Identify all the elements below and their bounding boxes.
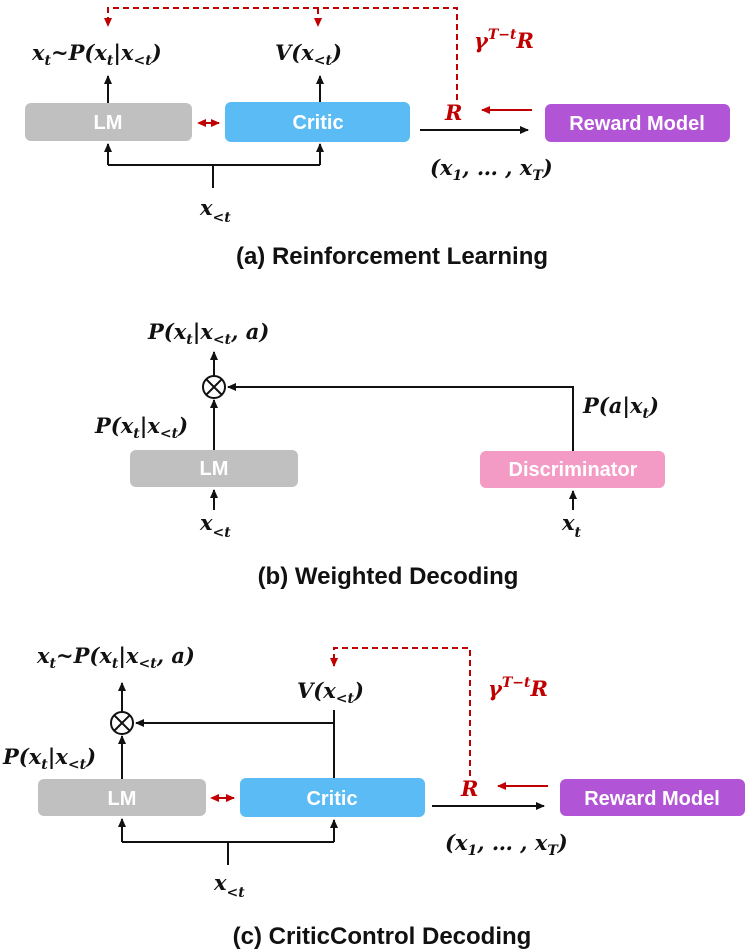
panel-a-sequence-label: (x1, … , xT) [430,155,553,184]
panel-c-critic-output-label: V(x<t) [297,678,364,707]
panel-b-discriminator-box [480,451,665,488]
panel-b-lm-box [130,450,298,487]
panel-a-reward-model-label: Reward Model [569,113,705,135]
panel-b: LM Discriminator P(xt|x<t, a) P(xt|x<t) … [94,319,665,590]
panel-c-sequence-label: (x1, … , xT) [445,830,568,859]
panel-c-lm-box [38,779,206,816]
panel-b-disc-output-arrow [227,383,574,451]
panel-a-caption: (a) Reinforcement Learning [236,243,548,270]
panel-c-lm-output-label: P(xt|x<t) [2,744,96,773]
panel-a-discount-label: γT−tR [474,27,534,53]
panel-a-lm-label: LM [94,112,123,134]
panel-c-lm-label: LM [108,788,137,810]
panel-a-critic-label: Critic [292,112,343,134]
panel-c-input-label: x<t [213,870,245,901]
panel-c-reward-model-box [560,779,745,816]
panel-c-critic-box [240,778,425,817]
panel-b-lm-label: LM [200,458,229,480]
panel-b-disc-output-label: P(a|xt) [582,393,659,422]
panel-a-critic-box [225,102,410,142]
panel-c-critic-label: Critic [306,788,357,810]
panel-c-caption: (c) CriticControl Decoding [233,923,532,950]
panel-b-output-label: P(xt|x<t, a) [147,319,269,348]
panel-a: LM Critic Reward Model xt~P(xt|x<t) V(x<… [25,7,730,270]
panel-c-discount-label: γT−tR [488,675,548,701]
panel-a-reward-model-box [545,104,730,142]
panel-a-lm-box [25,103,192,141]
panel-a-lm-output-label: xt~P(xt|x<t) [31,40,162,69]
panel-b-discriminator-label: Discriminator [509,459,638,481]
panel-a-reward-label: R [444,100,462,125]
panel-a-critic-output-label: V(x<t) [275,40,342,69]
panel-b-lm-input-label: x<t [199,510,231,541]
panel-a-feedback-dashed [104,7,458,100]
panel-c-output-label: xt~P(xt|x<t, a) [36,643,195,672]
panel-b-disc-input-label: xt [561,510,582,541]
panel-c-feedback-dashed [330,647,471,776]
panel-b-caption: (b) Weighted Decoding [258,563,519,590]
panel-c-reward-model-label: Reward Model [584,788,720,810]
panel-c: LM Critic Reward Model xt~P(xt|x<t, a) [2,643,745,950]
panel-c-reward-label: R [460,776,478,801]
panel-b-lm-output-label: P(xt|x<t) [94,413,188,442]
panel-c-critic-to-operator-arrow [135,719,335,778]
panel-a-input-label: x<t [199,195,231,226]
